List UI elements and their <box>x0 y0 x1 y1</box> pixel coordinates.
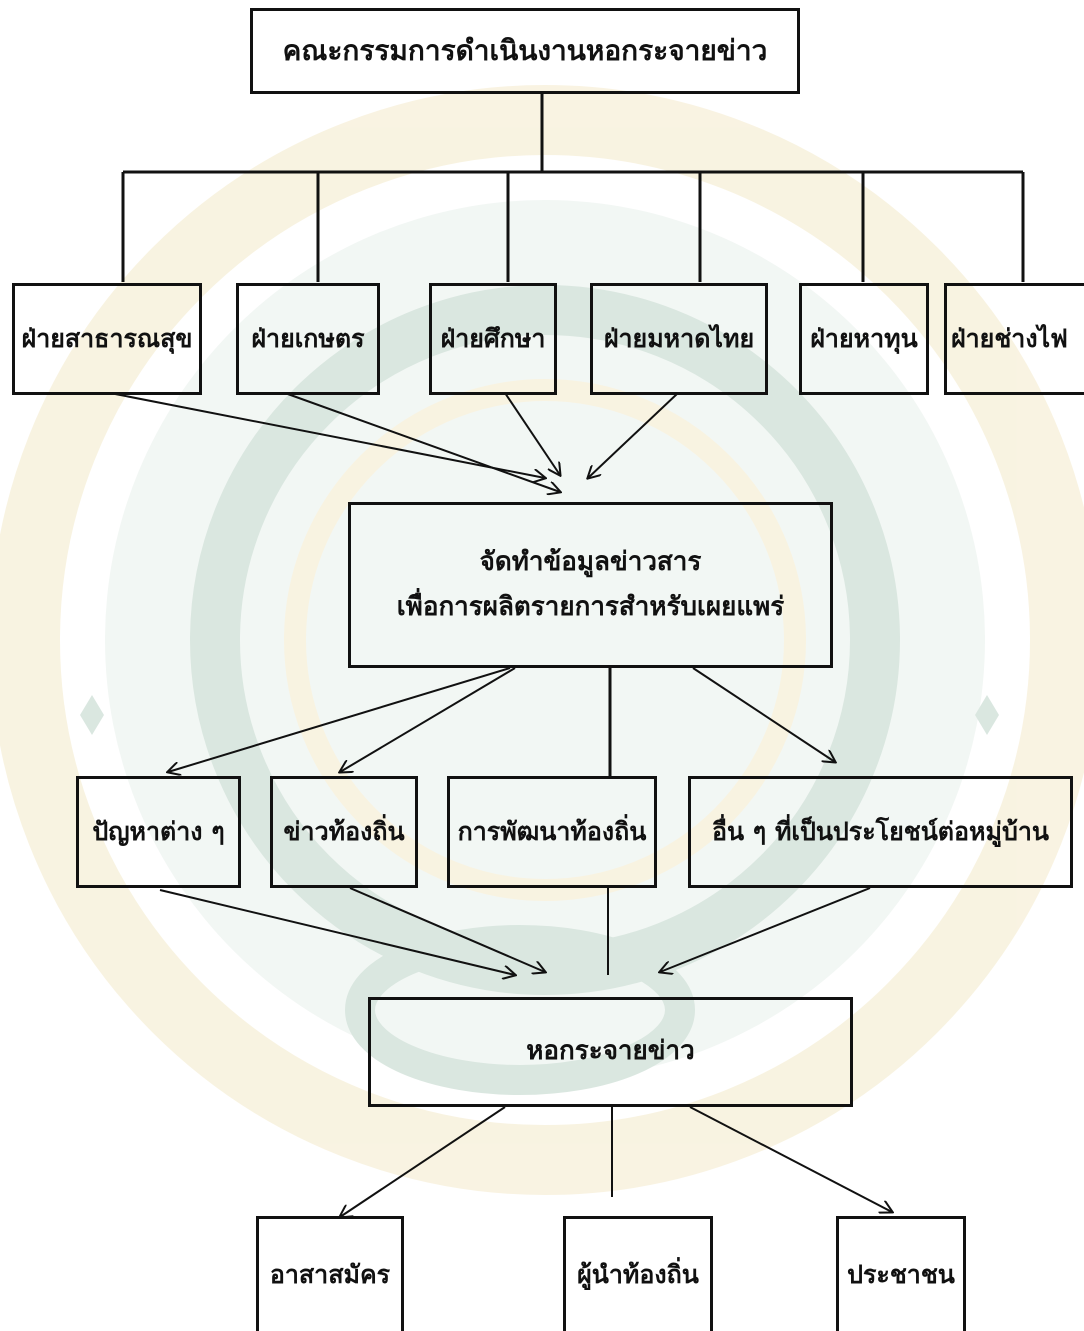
category-box-local-news: ข่าวท้องถิ่น <box>270 776 418 888</box>
category-label: ปัญหาต่าง ๆ <box>92 817 225 847</box>
department-label: ฝ่ายช่างไฟ <box>951 324 1068 354</box>
department-label: ฝ่ายเกษตร <box>251 324 365 354</box>
broadcast-tower-label: หอกระจายข่าว <box>526 1036 695 1067</box>
committee-box: คณะกรรมการดำเนินงานหอกระจายข่าว <box>250 8 800 94</box>
information-prep-line1: จัดทำข้อมูลข่าวสาร <box>479 546 702 577</box>
information-prep-box: จัดทำข้อมูลข่าวสาร เพื่อการผลิตรายการสำห… <box>348 502 833 668</box>
department-box-interior: ฝ่ายมหาดไทย <box>590 283 768 395</box>
broadcast-tower-box: หอกระจายข่าว <box>368 997 853 1107</box>
category-box-issues: ปัญหาต่าง ๆ <box>76 776 241 888</box>
department-label: ฝ่ายศึกษา <box>440 324 546 354</box>
department-box-fundraising: ฝ่ายหาทุน <box>799 283 929 395</box>
audience-label: อาสาสมัคร <box>269 1260 391 1290</box>
audience-box-local-leaders: ผู้นำท้องถิ่น <box>563 1216 713 1331</box>
department-box-public-health: ฝ่ายสาธารณสุข <box>12 283 202 395</box>
category-box-local-development: การพัฒนาท้องถิ่น <box>447 776 657 888</box>
department-label: ฝ่ายหาทุน <box>810 324 918 354</box>
category-label: การพัฒนาท้องถิ่น <box>457 817 647 847</box>
category-box-other-benefits: อื่น ๆ ที่เป็นประโยชน์ต่อหมู่บ้าน <box>688 776 1073 888</box>
department-label: ฝ่ายมหาดไทย <box>603 324 755 354</box>
audience-label: ผู้นำท้องถิ่น <box>577 1260 699 1290</box>
department-box-agriculture: ฝ่ายเกษตร <box>236 283 380 395</box>
category-label: ข่าวท้องถิ่น <box>283 817 405 847</box>
audience-box-public: ประชาชน <box>836 1216 966 1331</box>
category-label: อื่น ๆ ที่เป็นประโยชน์ต่อหมู่บ้าน <box>712 817 1049 847</box>
department-box-education: ฝ่ายศึกษา <box>429 283 557 395</box>
department-label: ฝ่ายสาธารณสุข <box>21 324 193 354</box>
audience-label: ประชาชน <box>847 1260 955 1290</box>
department-box-electrical: ฝ่ายช่างไฟ <box>944 283 1084 395</box>
committee-label: คณะกรรมการดำเนินงานหอกระจายข่าว <box>282 34 768 68</box>
information-prep-line2: เพื่อการผลิตรายการสำหรับเผยแพร่ <box>396 592 785 622</box>
audience-box-volunteers: อาสาสมัคร <box>256 1216 404 1331</box>
